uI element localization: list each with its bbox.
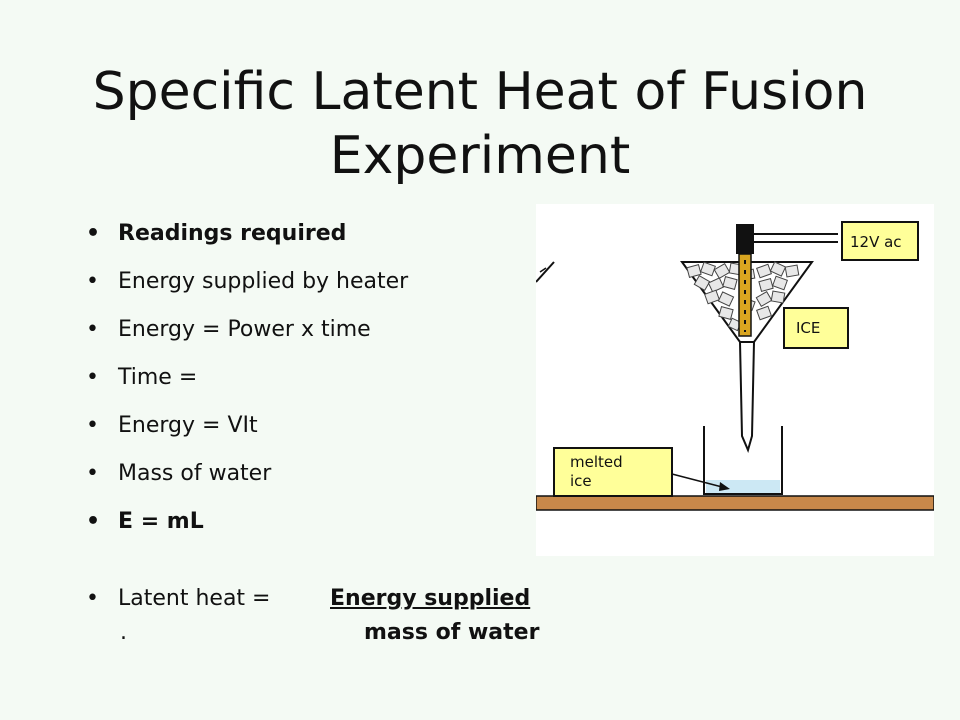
bullet-energy-power-time: Energy = Power x time (86, 310, 408, 358)
apparatus-diagram: 12V ac (536, 204, 934, 556)
bullet-energy-vit: Energy = VIt (86, 406, 408, 454)
diagram-edge-line (539, 267, 547, 273)
ice-label: ICE (796, 319, 820, 337)
bullet-list: Readings required Energy supplied by hea… (86, 214, 408, 550)
slide-title-line-2: Experiment (329, 126, 631, 186)
bullet-energy-supplied: Energy supplied by heater (86, 262, 408, 310)
bullet-time: Time = (86, 358, 408, 406)
formula-label: Latent heat = (118, 586, 271, 611)
bullet-mass-of-water: Mass of water (86, 454, 408, 502)
latent-heat-formula: • Latent heat = Energy supplied . mass o… (86, 582, 606, 650)
heater-cap (736, 224, 754, 254)
bullet-e-equals-ml: E = mL (86, 502, 408, 550)
heater-rod (738, 253, 752, 337)
bullet-dot: • (86, 586, 99, 611)
diagram-edge-line (536, 261, 555, 283)
bullet-readings-required: Readings required (86, 214, 408, 262)
funnel-stem (738, 341, 756, 453)
melted-label-box (553, 447, 673, 497)
bench (536, 495, 934, 511)
melted-label-line-2: ice (570, 472, 592, 490)
formula-period: . (120, 620, 127, 645)
slide-title: Specific Latent Heat of Fusion Experimen… (0, 60, 960, 188)
supply-label: 12V ac (850, 233, 902, 251)
melted-pointer (671, 473, 727, 489)
ice-cubes (686, 261, 800, 332)
slide-title-line-1: Specific Latent Heat of Fusion (92, 62, 868, 122)
formula-denominator: mass of water (364, 620, 540, 645)
melted-label-line-1: melted (570, 453, 623, 471)
supply-box (841, 221, 919, 261)
formula-numerator: Energy supplied (330, 586, 531, 611)
beaker (703, 426, 783, 495)
ice-label-box (783, 307, 849, 349)
melted-pointer-arrowhead (719, 482, 730, 491)
melted-water (706, 480, 780, 493)
